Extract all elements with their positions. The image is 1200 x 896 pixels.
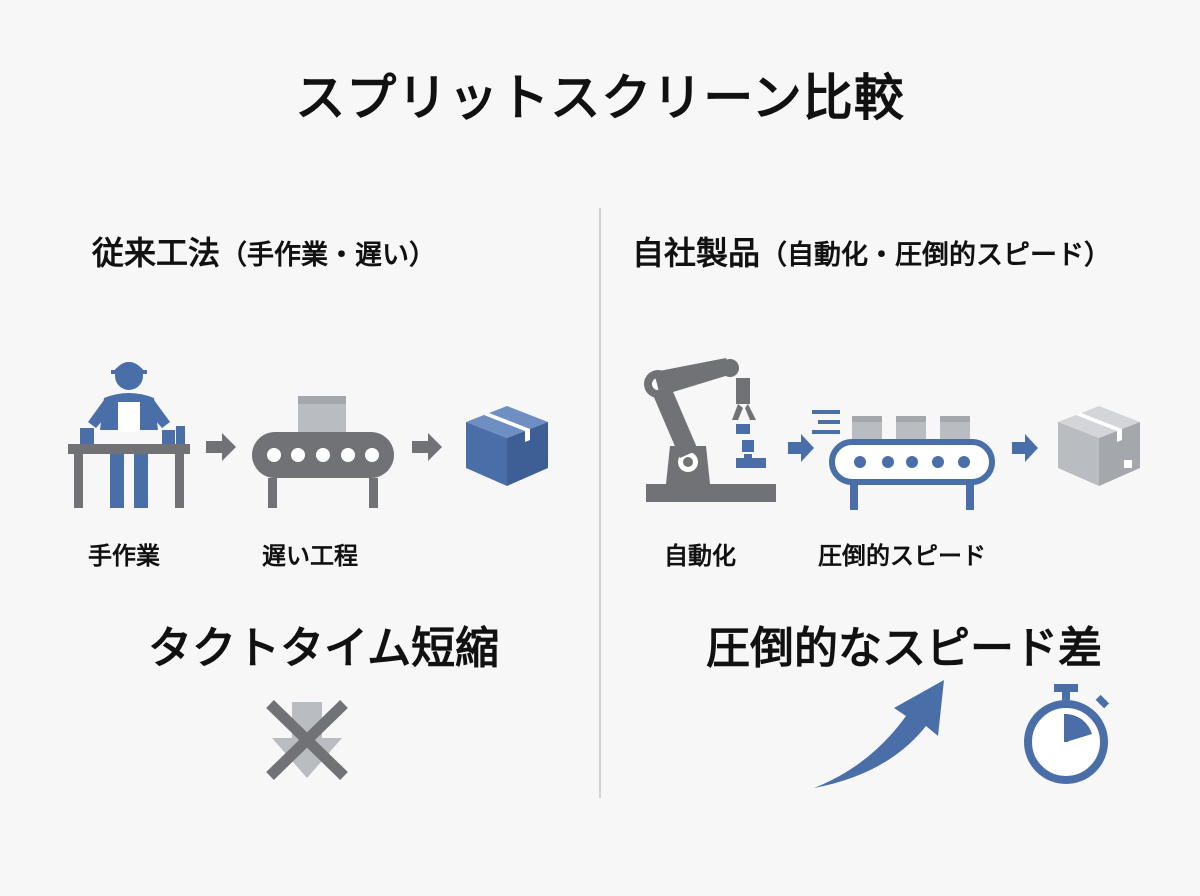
left-heading-sub: （手作業・遅い） [220,240,437,271]
label-automation: 自動化 [664,542,736,570]
page-title: スプリットスクリーン比較 [295,69,905,127]
right-heading-sub: （自動化・圧倒的スピード） [760,240,1112,271]
crossed-down-arrow-icon [266,700,348,780]
slow-conveyor-icon [252,396,394,508]
manual-worker-icon [68,362,190,508]
arrow-right-icon [412,433,442,461]
right-panel-heading: 自社製品（自動化・圧倒的スピード） [632,228,1111,274]
fast-conveyor-icon [812,410,995,510]
stopwatch-icon [1024,684,1110,784]
arrow-right-icon [1012,434,1038,462]
gray-box-icon [1058,406,1140,486]
label-overwhelming-speed: 圧倒的スピード [818,542,986,570]
right-headline: 圧倒的なスピード差 [706,623,1102,674]
split-divider [599,208,601,798]
arrow-right-icon [206,433,236,461]
right-heading-main: 自社製品 [632,234,761,272]
left-heading-main: 従来工法 [92,234,221,272]
left-panel-heading: 従来工法（手作業・遅い） [92,228,436,274]
label-manual-work: 手作業 [88,542,160,570]
left-headline: タクトタイム短縮 [148,623,500,674]
label-slow-process: 遅い工程 [262,542,358,570]
robot-arm-icon [644,358,776,502]
rising-arrow-icon [814,680,944,788]
arrow-right-icon [788,434,814,462]
blue-box-icon [466,406,548,486]
